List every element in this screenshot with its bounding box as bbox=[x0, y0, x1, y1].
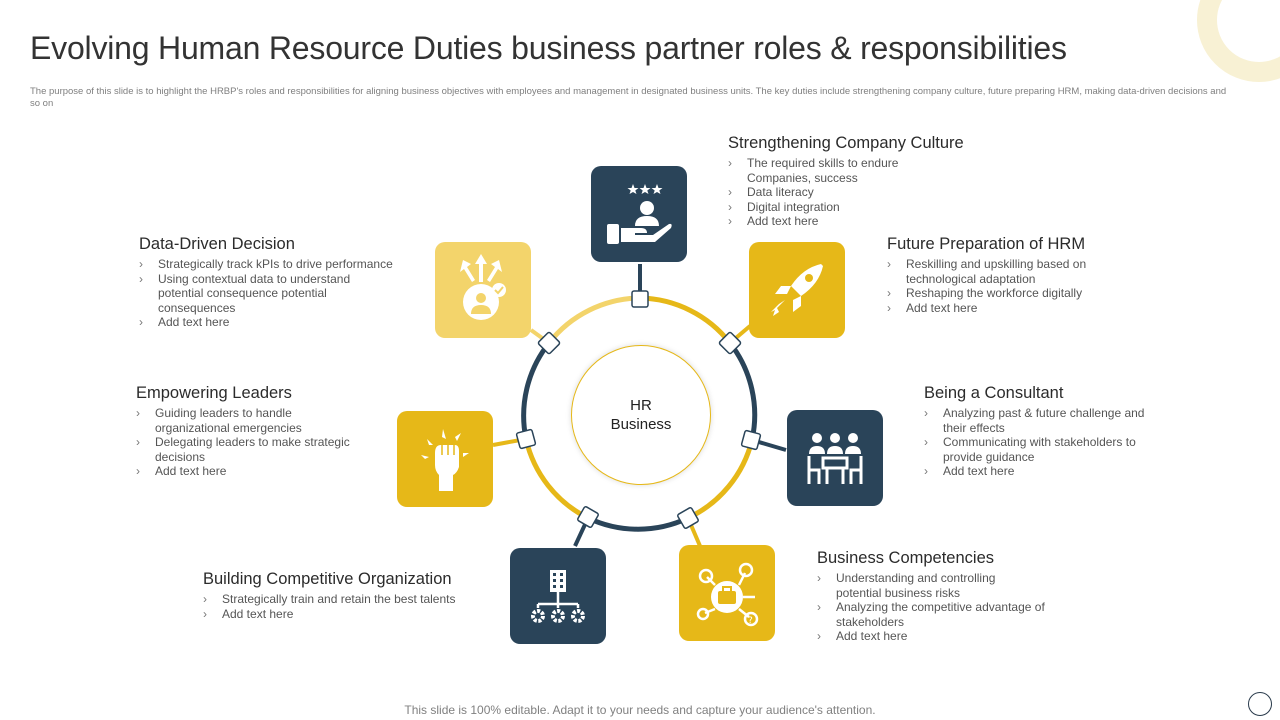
ring-node bbox=[577, 506, 599, 528]
section-item: Digital integration bbox=[728, 200, 968, 215]
section-item: The required skills to endure Companies,… bbox=[728, 156, 917, 185]
section-item: Data literacy bbox=[728, 185, 968, 200]
tile-competencies: ? bbox=[679, 545, 775, 641]
ring-node bbox=[740, 429, 762, 451]
section-competencies: Business Competencies Understanding and … bbox=[817, 549, 1052, 644]
section-data: Data-Driven Decision Strategically track… bbox=[139, 235, 404, 330]
center-hub: HR Business bbox=[571, 345, 711, 485]
section-item: Add text here bbox=[728, 214, 968, 229]
section-item: Reskilling and upskilling based on techn… bbox=[887, 257, 1106, 286]
page-subtitle: The purpose of this slide is to highligh… bbox=[30, 86, 1227, 109]
ring-node bbox=[631, 290, 649, 308]
svg-text:?: ? bbox=[748, 616, 753, 626]
ring-node bbox=[515, 428, 537, 450]
section-item: Analyzing past & future challenge and th… bbox=[924, 406, 1154, 435]
section-item: Using contextual data to understand pote… bbox=[139, 272, 363, 316]
ring-node bbox=[718, 331, 742, 355]
rocket-icon bbox=[771, 264, 823, 316]
section-item: Add text here bbox=[924, 464, 1154, 479]
hand-person-stars-icon bbox=[607, 184, 672, 244]
section-title: Future Preparation of HRM bbox=[887, 235, 1086, 253]
ring-arc-4 bbox=[586, 515, 690, 532]
ring-arc-3 bbox=[686, 439, 755, 521]
ring-node bbox=[537, 331, 561, 355]
ring-arc-7 bbox=[547, 295, 641, 345]
decorative-circle bbox=[1248, 692, 1272, 716]
ring-arc-6 bbox=[521, 341, 551, 440]
person-arrows-icon bbox=[460, 254, 506, 320]
center-label-line2: Business bbox=[610, 416, 672, 433]
section-item: Add text here bbox=[817, 629, 1052, 644]
section-title: Strengthening Company Culture bbox=[728, 134, 964, 152]
section-building: Building Competitive Organization Strate… bbox=[203, 570, 483, 621]
building-gears-icon bbox=[531, 570, 585, 623]
footer-note: This slide is 100% editable. Adapt it to… bbox=[404, 703, 876, 717]
section-item: Add text here bbox=[203, 607, 483, 622]
tile-consultant bbox=[787, 410, 883, 506]
raised-fist-icon bbox=[421, 429, 469, 491]
section-title: Empowering Leaders bbox=[136, 384, 292, 402]
tile-strengthening bbox=[591, 166, 687, 262]
section-item: Add text here bbox=[887, 301, 1102, 316]
meeting-icon bbox=[807, 433, 863, 484]
section-item: Communicating with stakeholders to provi… bbox=[924, 435, 1143, 464]
section-item: Add text here bbox=[139, 315, 404, 330]
tile-future bbox=[749, 242, 845, 338]
section-consultant: Being a Consultant Analyzing past & futu… bbox=[924, 384, 1154, 479]
section-title: Business Competencies bbox=[817, 549, 995, 567]
tile-empowering bbox=[397, 411, 493, 507]
section-item: Strategically track kPIs to drive perfor… bbox=[139, 257, 404, 272]
tile-data bbox=[435, 242, 531, 338]
ring-arc-1 bbox=[639, 295, 732, 345]
section-title: Building Competitive Organization bbox=[203, 570, 452, 588]
section-item: Strategically train and retain the best … bbox=[203, 592, 483, 607]
section-title: Data-Driven Decision bbox=[139, 235, 295, 253]
center-label-line1: HR bbox=[630, 397, 652, 414]
section-empowering: Empowering Leaders Guiding leaders to ha… bbox=[136, 384, 371, 479]
section-strengthening: Strengthening Company Culture The requir… bbox=[728, 134, 968, 229]
ring-node bbox=[677, 507, 699, 529]
ring-arc-5 bbox=[523, 438, 590, 521]
section-item: Reshaping the workforce digitally bbox=[887, 286, 1102, 301]
ring-arc-2 bbox=[728, 341, 758, 441]
briefcase-network-icon: ? bbox=[696, 562, 759, 627]
section-title: Being a Consultant bbox=[924, 384, 1064, 402]
section-item: Delegating leaders to make strategic dec… bbox=[136, 435, 365, 464]
section-future: Future Preparation of HRM Reskilling and… bbox=[887, 235, 1102, 315]
page-title: Evolving Human Resource Duties business … bbox=[30, 30, 1067, 66]
section-item: Add text here bbox=[136, 464, 371, 479]
section-item: Understanding and controlling potential … bbox=[817, 571, 1021, 600]
section-item: Guiding leaders to handle organizational… bbox=[136, 406, 330, 435]
tile-building bbox=[510, 548, 606, 644]
section-item: Analyzing the competitive advantage of s… bbox=[817, 600, 1051, 629]
